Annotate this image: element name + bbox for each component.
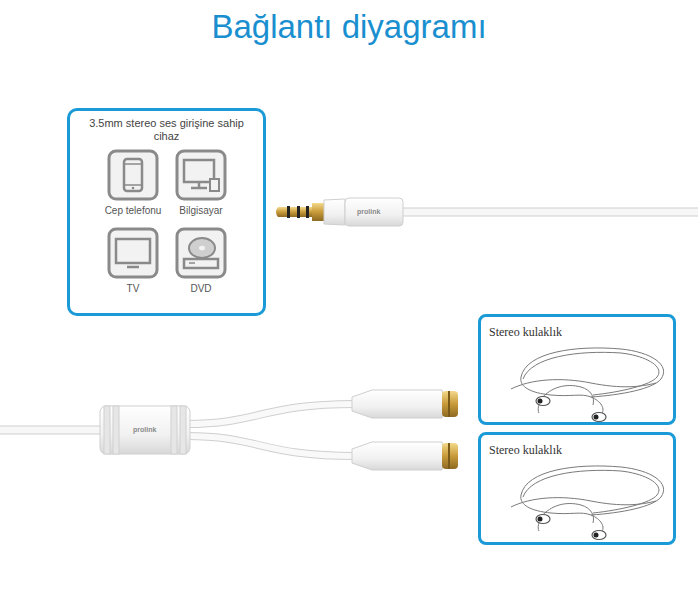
node-label: Stereo kulaklık [481,317,673,340]
node-label: TV [91,283,175,294]
device-icon: DVD [159,227,243,300]
node-label: 3.5mm stereo ses girişine sahip cihaz [70,111,263,142]
node-label: Bilgisayar [159,205,243,216]
headphone-box: Stereo kulaklık [478,314,676,425]
device-icon: Bilgisayar [159,149,243,222]
device-group-box: 3.5mm stereo ses girişine sahip cihazCep… [67,108,266,316]
node-label: DVD [159,283,243,294]
headphone-box: Stereo kulaklık [478,432,676,545]
device-icon: TV [91,227,175,300]
plug-cable [276,198,698,226]
node-label: Cep telefonu [91,205,175,216]
diagram-title: Bağlantı diyagramı [0,8,698,46]
brand-label: prolink [357,208,380,215]
node-label: Stereo kulaklık [481,435,673,458]
splitter-cable [0,390,458,470]
brand-label: prolink [133,426,156,433]
device-icon: Cep telefonu [91,149,175,222]
